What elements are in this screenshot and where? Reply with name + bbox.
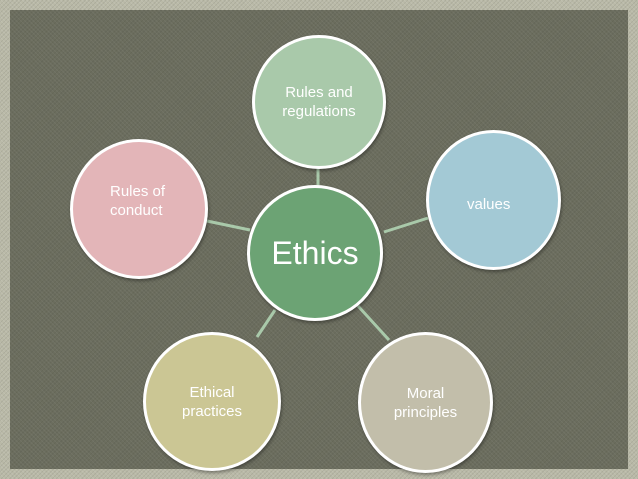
node-label-rules-and-regulations: Rules and regulations xyxy=(282,84,356,120)
connector-moral xyxy=(356,304,391,342)
connector-values xyxy=(383,216,429,234)
node-moral-principles: Moral principles xyxy=(358,332,493,473)
node-label-moral-principles: Moral principles xyxy=(393,384,458,421)
node-label-values: values xyxy=(467,196,511,213)
connector-conduct xyxy=(206,219,251,232)
node-label-ethics: Ethics xyxy=(271,235,359,271)
connector-ethical xyxy=(255,309,277,338)
node-rules-of-conduct: Rules of conduct xyxy=(70,139,208,279)
node-label-ethical-practices: Ethical practices xyxy=(181,383,243,420)
node-ethics-center: Ethics xyxy=(247,185,383,321)
node-values: values xyxy=(426,130,561,270)
node-rules-and-regulations: Rules and regulations xyxy=(252,35,386,169)
node-label-rules-of-conduct: Rules of conduct xyxy=(110,183,166,219)
node-ethical-practices: Ethical practices xyxy=(143,332,281,471)
